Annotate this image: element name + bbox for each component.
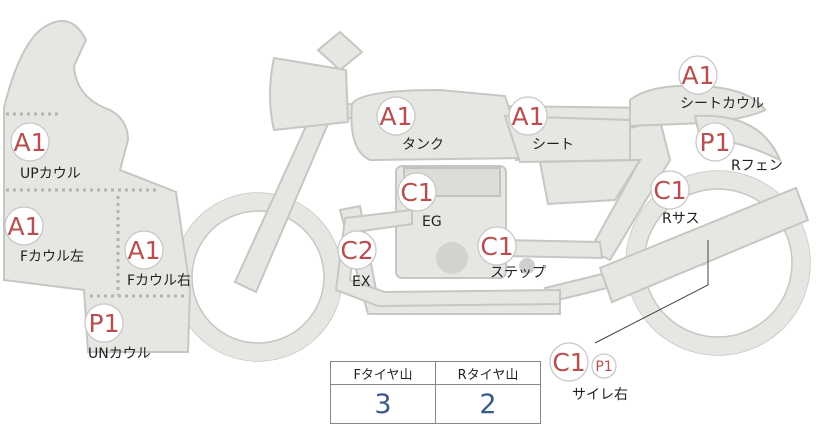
step-label: ステップ <box>490 265 546 281</box>
exhaust-pipe <box>334 208 561 308</box>
r-suspension-badge <box>650 170 690 210</box>
rear-tyre-header: Rタイヤ山 <box>435 361 541 385</box>
step-callout: C1 ステップ <box>477 226 546 281</box>
engine-code: C1 <box>400 178 433 207</box>
step-badge <box>477 226 517 266</box>
tank-callout: A1 タンク <box>376 96 444 153</box>
seat-label: シート <box>532 137 574 153</box>
silencer-right-code-2: P1 <box>595 359 612 375</box>
tank-code: A1 <box>379 102 412 131</box>
silencer-right-label: サイレ右 <box>572 387 628 403</box>
seat-cowl-badge <box>678 55 718 95</box>
seat-cowl-code: A1 <box>681 61 714 90</box>
seat-code: A1 <box>511 102 544 131</box>
engine-cover <box>436 242 468 274</box>
f-cowl-left-label: Fカウル左 <box>20 249 84 265</box>
step-code: C1 <box>480 232 513 261</box>
tank-badge <box>376 96 416 136</box>
f-cowl-right-code: A1 <box>127 236 160 265</box>
headlight-bracket <box>269 56 350 132</box>
rear-tyre-value: 2 <box>435 384 541 424</box>
f-cowl-right-badge <box>124 230 164 270</box>
r-fender-badge <box>695 122 735 162</box>
cowl-divider-lines <box>6 112 186 298</box>
engine-label: EG <box>422 214 442 230</box>
r-fender-code: P1 <box>700 128 731 157</box>
seat-cowl-label: シートカウル <box>680 96 764 112</box>
upper-cowl-shape <box>3 20 192 353</box>
un-cowl-badge <box>84 303 124 343</box>
silencer-right-code: C1 <box>552 348 585 377</box>
f-cowl-left-badge <box>4 206 44 246</box>
r-suspension-code: C1 <box>653 176 686 205</box>
side-cover <box>538 158 642 206</box>
front-tyre-header: Fタイヤ山 <box>330 361 436 385</box>
un-cowl-label: UNカウル <box>88 346 151 362</box>
exhaust-label: EX <box>352 274 371 290</box>
r-fender-label: Rフェン <box>731 158 783 174</box>
silencer-right-badge-2 <box>591 353 617 379</box>
tank-label: タンク <box>402 137 444 153</box>
seat-callout: A1 シート <box>508 96 574 153</box>
un-cowl-code: P1 <box>89 309 120 338</box>
exhaust-code: C2 <box>340 236 373 265</box>
front-tyre-value: 3 <box>330 384 436 424</box>
up-cowl-badge <box>10 122 50 162</box>
silencer-right-badge <box>549 342 589 382</box>
seat-cowl-callout: A1 シートカウル <box>678 55 764 112</box>
silencer-leader-line <box>594 240 709 344</box>
handlebar <box>316 30 364 72</box>
step-peg <box>519 258 535 274</box>
tyre-tread-table: Fタイヤ山 Rタイヤ山 3 2 <box>330 361 541 424</box>
silencer <box>598 186 810 304</box>
seat-badge <box>508 96 548 136</box>
up-cowl-label: UPカウル <box>20 166 81 182</box>
f-cowl-right-label: Fカウル右 <box>127 273 191 289</box>
engine-badge <box>397 172 437 212</box>
f-cowl-left-code: A1 <box>7 212 40 241</box>
exhaust-badge <box>337 230 377 270</box>
silencer-right-callout: C1 P1 サイレ右 <box>549 342 628 403</box>
r-suspension-label: Rサス <box>662 211 699 227</box>
up-cowl-code: A1 <box>13 128 46 157</box>
